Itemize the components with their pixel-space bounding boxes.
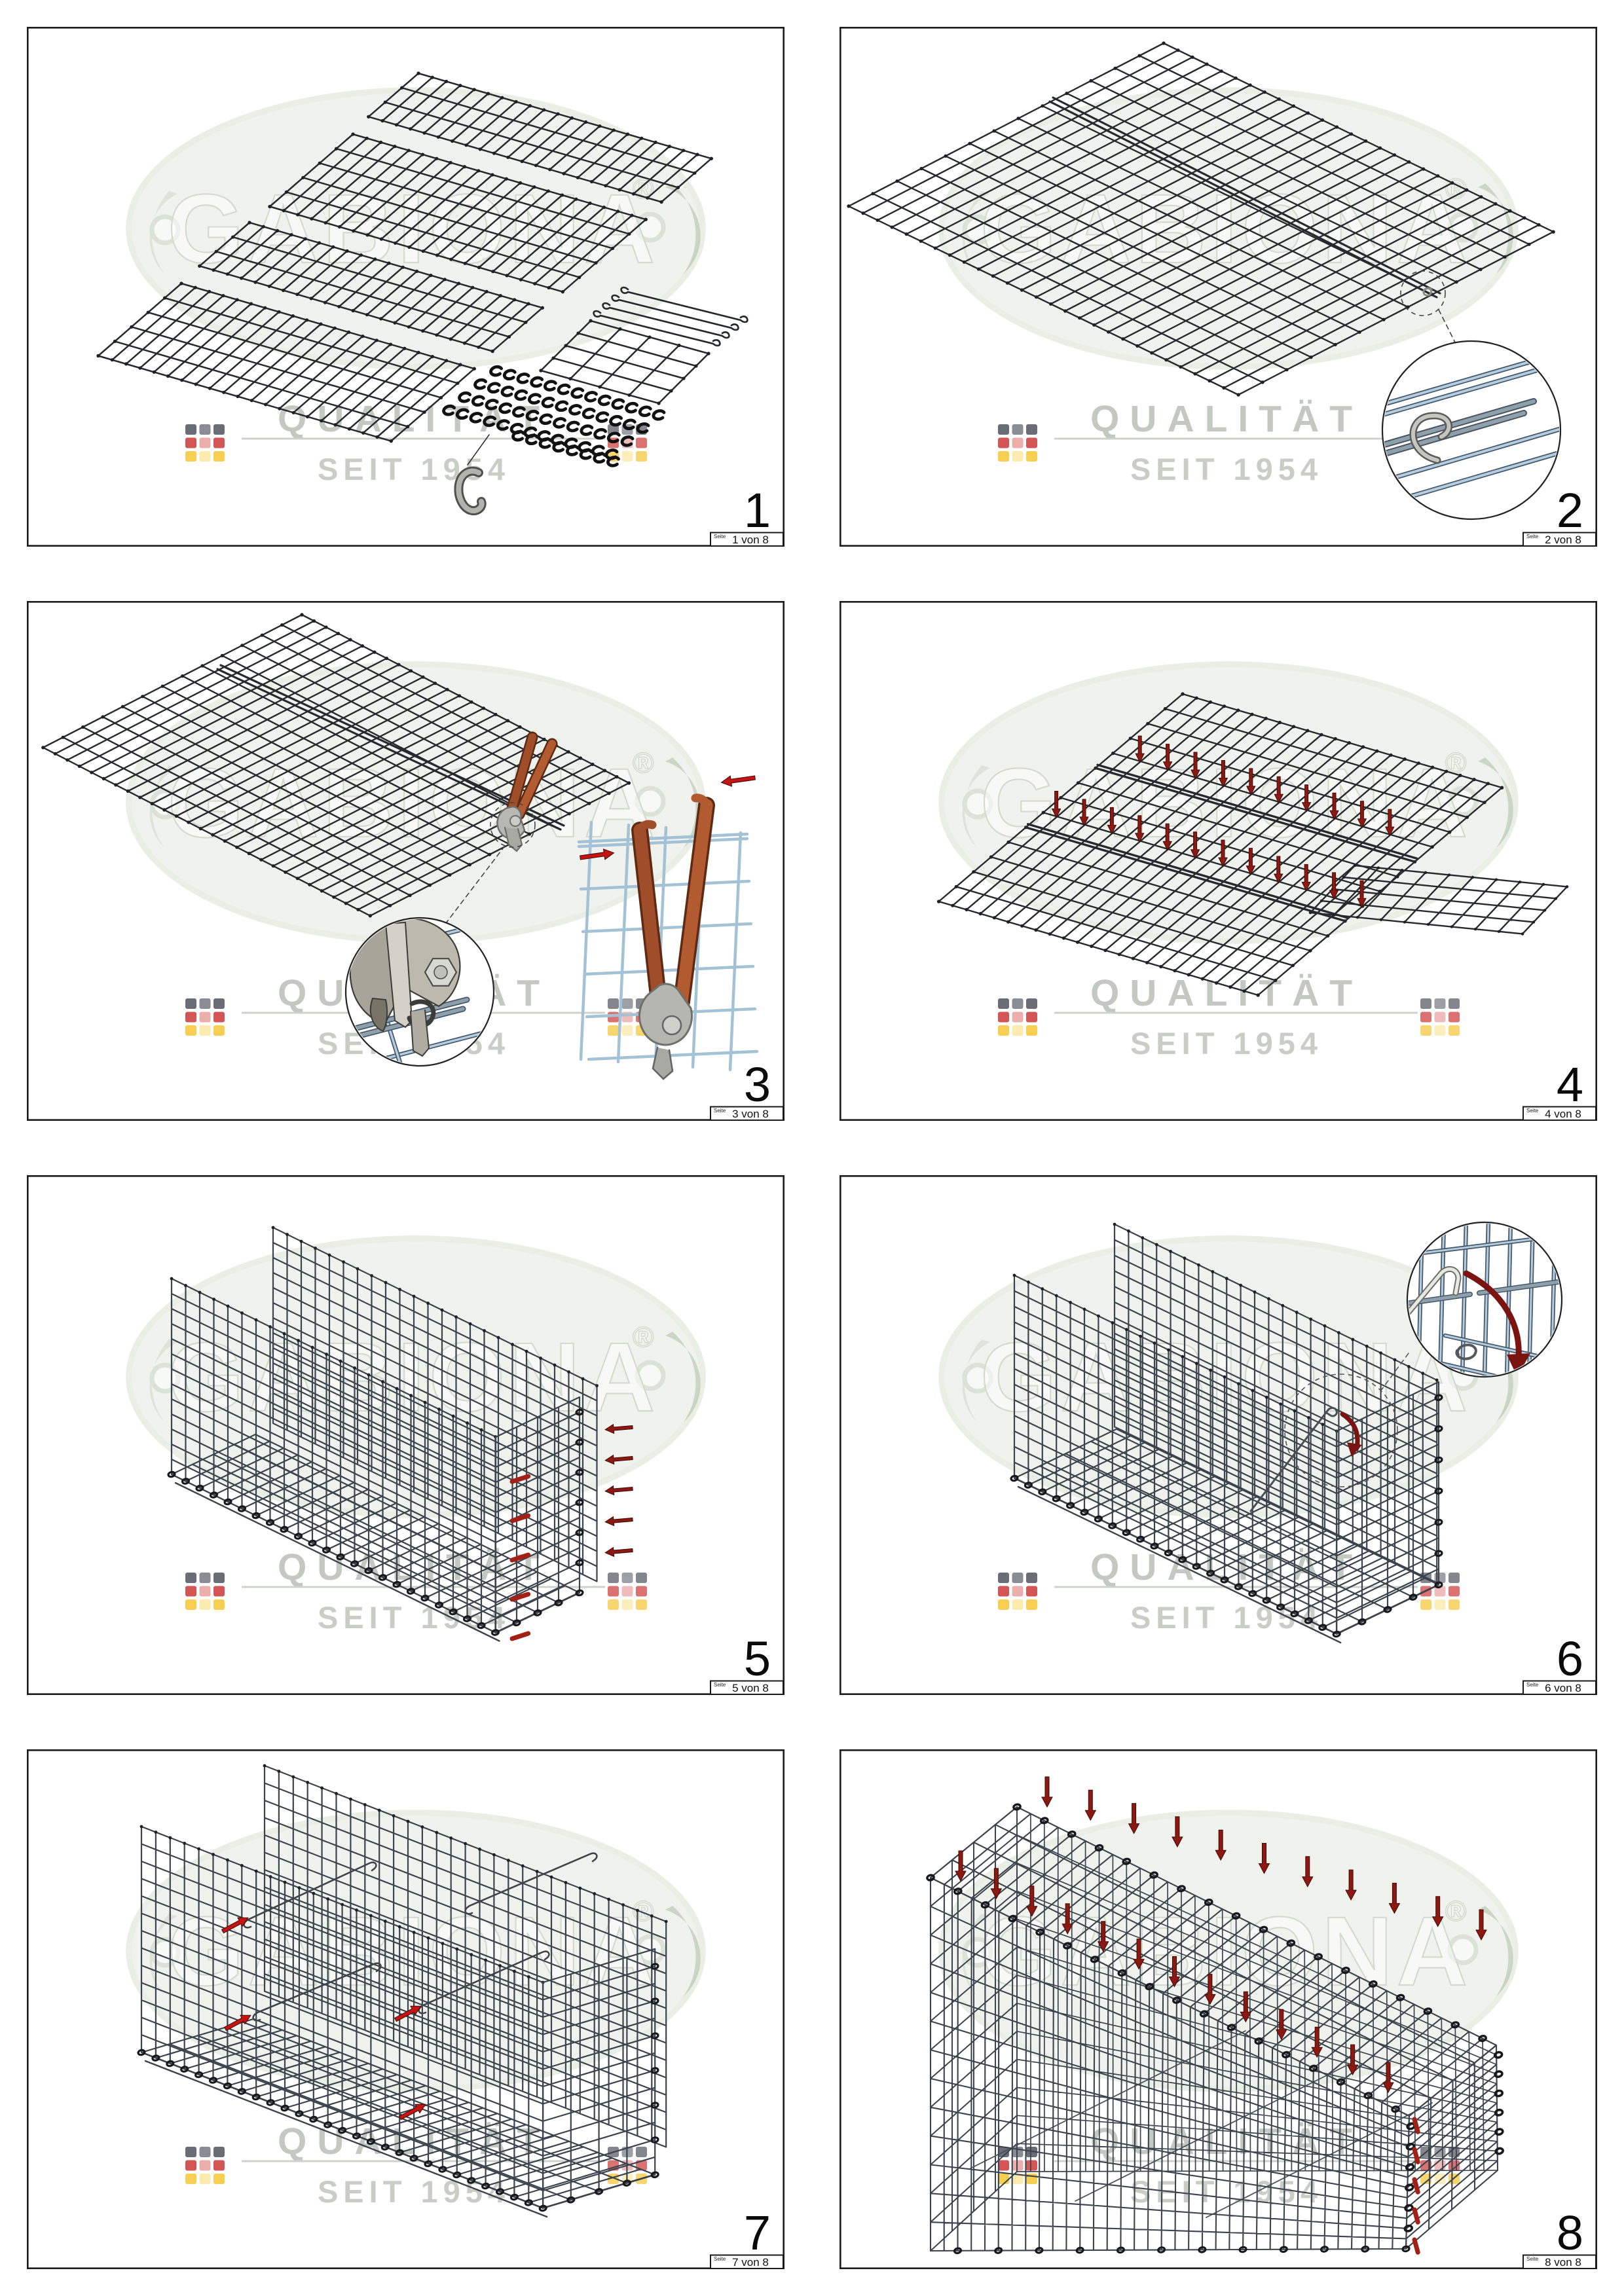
svg-text:Seite: Seite [714,1682,726,1688]
svg-text:5: 5 [744,1631,771,1686]
svg-text:6 von 8: 6 von 8 [1545,1682,1581,1694]
svg-text:QUALITÄT: QUALITÄT [1090,398,1363,440]
svg-text:2 von 8: 2 von 8 [1545,534,1581,546]
svg-text:Seite: Seite [1526,1682,1539,1688]
svg-text:4: 4 [1557,1057,1583,1112]
svg-text:Seite: Seite [1526,2256,1539,2262]
svg-text:Seite: Seite [714,2256,726,2262]
svg-text:8 von 8: 8 von 8 [1545,2256,1581,2269]
svg-text:3: 3 [744,1057,771,1112]
svg-text:SEIT 1954: SEIT 1954 [1130,452,1323,486]
svg-text:®: ® [633,1321,654,1353]
svg-text:Seite: Seite [1526,534,1539,539]
svg-text:®: ® [633,747,654,779]
svg-text:7 von 8: 7 von 8 [732,2256,769,2269]
svg-text:1: 1 [744,483,771,538]
svg-text:Seite: Seite [714,1108,726,1114]
svg-text:Seite: Seite [714,534,726,539]
svg-text:GABIONA: GABIONA [168,1896,659,2006]
svg-text:QUALITÄT: QUALITÄT [1090,972,1363,1014]
svg-text:SEIT 1954: SEIT 1954 [1130,1026,1323,1061]
svg-text:1 von 8: 1 von 8 [732,534,769,546]
svg-text:3 von 8: 3 von 8 [732,1108,769,1120]
svg-text:7: 7 [744,2206,771,2260]
svg-text:8: 8 [1557,2206,1583,2260]
svg-text:5 von 8: 5 von 8 [732,1682,769,1694]
svg-text:2: 2 [1557,483,1583,538]
svg-text:4 von 8: 4 von 8 [1545,1108,1581,1120]
svg-text:6: 6 [1557,1631,1583,1686]
svg-text:®: ® [633,1895,654,1927]
svg-text:SEIT 1954: SEIT 1954 [1130,1600,1323,1635]
svg-text:Seite: Seite [1526,1108,1539,1114]
svg-text:®: ® [1445,1895,1466,1927]
svg-text:SEIT 1954: SEIT 1954 [1130,2174,1323,2209]
